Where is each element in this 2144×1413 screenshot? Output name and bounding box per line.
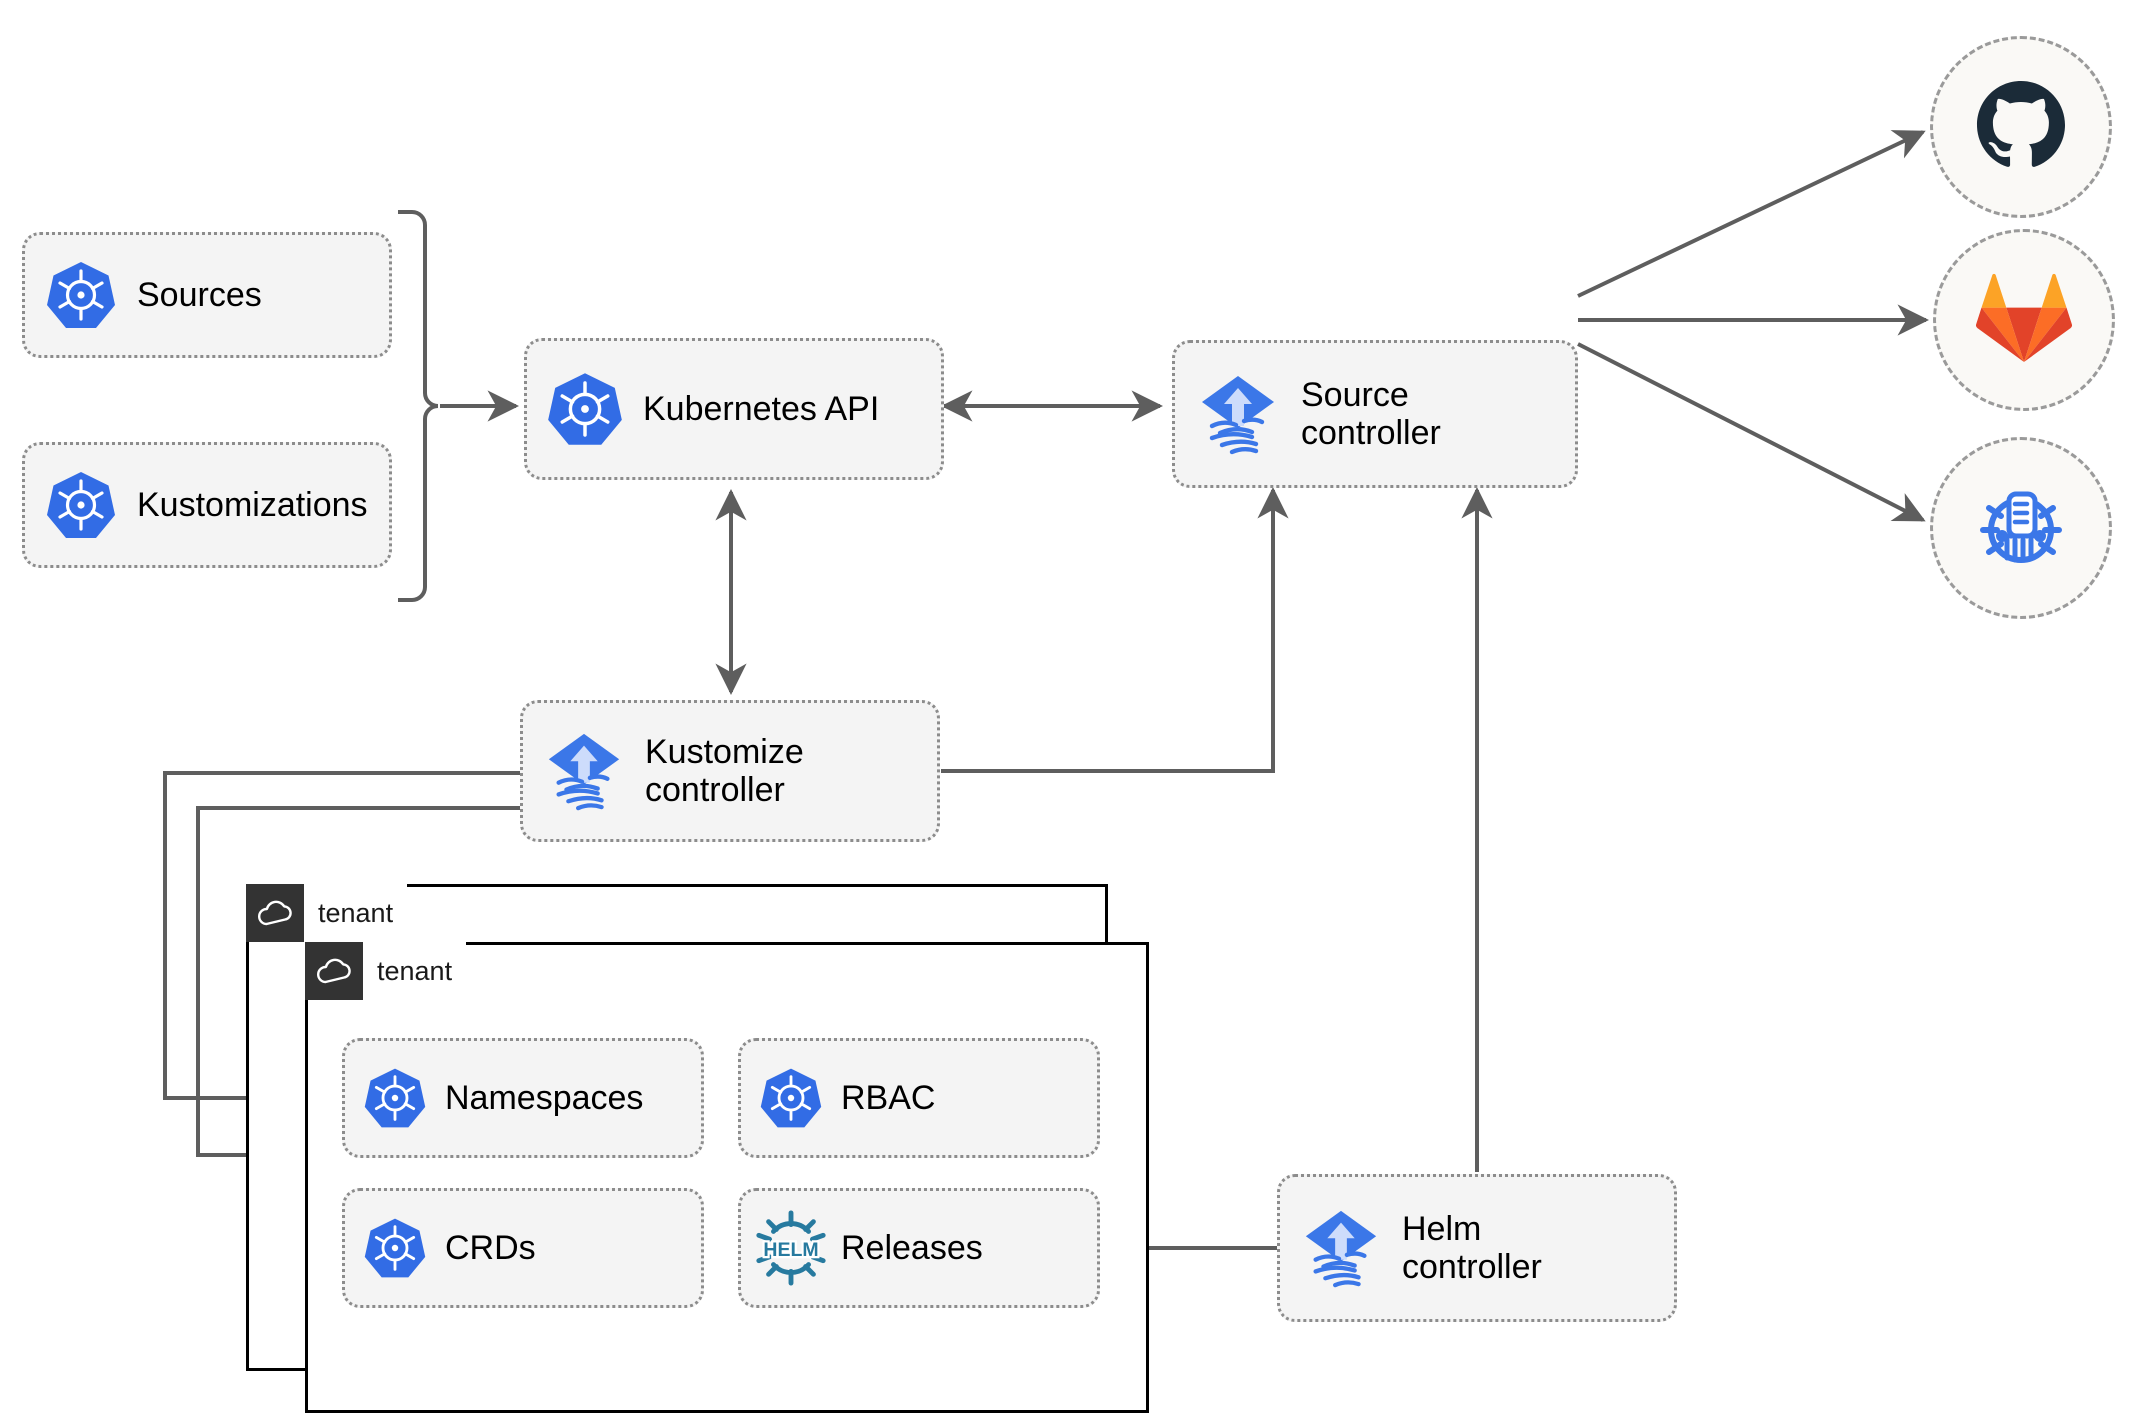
kubernetes-icon: [25, 469, 137, 541]
node-namespaces-label: Namespaces: [445, 1078, 644, 1117]
kubernetes-icon: [527, 370, 643, 448]
cloud-icon: [246, 884, 304, 942]
node-rbac-label: RBAC: [841, 1078, 936, 1117]
flux-icon: [1280, 1207, 1402, 1289]
gitlab-icon: [1976, 272, 2072, 369]
tenant-inner-tab: tenant: [305, 942, 467, 1000]
node-source-controller-label: Source controller: [1301, 375, 1441, 452]
tenant-outer-label: tenant: [318, 897, 394, 928]
node-helm-controller[interactable]: Helm controller: [1277, 1174, 1677, 1322]
node-releases[interactable]: HELM Releases: [738, 1188, 1100, 1308]
node-kustomizations[interactable]: Kustomizations: [22, 442, 392, 568]
kubernetes-icon: [741, 1066, 841, 1130]
arrow-source-to-helm-repo: [1577, 342, 1926, 522]
node-crds-label: CRDs: [445, 1228, 536, 1267]
helm-icon: HELM: [741, 1209, 841, 1287]
page-title: Flux GitOps multi-tenancy architecture: [0, 21, 1, 22]
node-sources-label: Sources: [137, 275, 262, 314]
node-source-controller[interactable]: Source controller: [1172, 340, 1578, 488]
repo-github[interactable]: [1930, 36, 2112, 218]
node-crds[interactable]: CRDs: [342, 1188, 704, 1308]
svg-text:HELM: HELM: [763, 1239, 818, 1261]
kubernetes-icon: [25, 259, 137, 331]
kubernetes-icon: [345, 1066, 445, 1130]
flux-icon: [1175, 372, 1301, 456]
node-namespaces[interactable]: Namespaces: [342, 1038, 704, 1158]
flux-icon: [523, 730, 645, 812]
cloud-icon: [305, 942, 363, 1000]
repo-helm-chart-repository[interactable]: [1930, 437, 2112, 619]
tenant-outer-tab: tenant: [246, 884, 408, 942]
node-sources[interactable]: Sources: [22, 232, 392, 358]
node-kustomize-controller-label: Kustomize controller: [645, 732, 804, 809]
arrow-kustomize-to-source: [941, 487, 1289, 773]
node-kubernetes-api-label: Kubernetes API: [643, 389, 880, 428]
brace-sources-group: [398, 210, 439, 602]
node-kustomize-controller[interactable]: Kustomize controller: [520, 700, 940, 842]
node-kubernetes-api[interactable]: Kubernetes API: [524, 338, 944, 480]
kubernetes-icon: [345, 1216, 445, 1280]
github-icon: [1971, 75, 2071, 180]
helm-chart-repository-icon: [1969, 474, 2073, 583]
arrow-source-to-github: [1577, 130, 1926, 298]
tenant-inner-frame: tenant: [305, 942, 1149, 1413]
repo-gitlab[interactable]: [1933, 229, 2115, 411]
node-kustomizations-label: Kustomizations: [137, 485, 368, 524]
tenant-inner-label: tenant: [377, 955, 453, 986]
node-releases-label: Releases: [841, 1228, 983, 1267]
node-rbac[interactable]: RBAC: [738, 1038, 1100, 1158]
node-helm-controller-label: Helm controller: [1402, 1209, 1542, 1286]
